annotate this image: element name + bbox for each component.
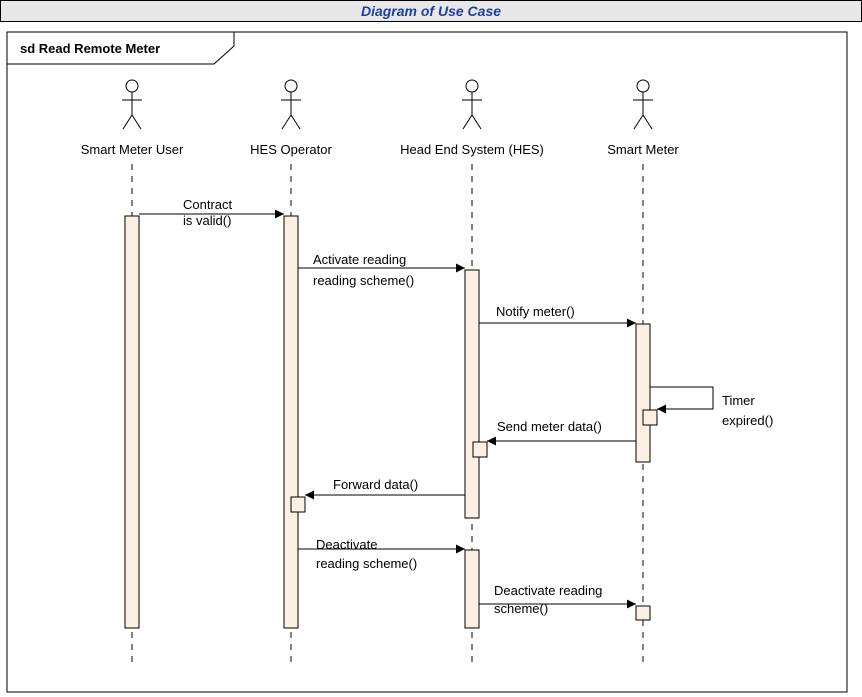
message-label-timer-2: expired() [722,413,773,428]
message-arrow-timer-expired [650,386,714,414]
message-label-deactivate-reading-1: Deactivate reading [494,583,602,598]
message-label-deactivate-2: reading scheme() [316,556,417,571]
message-label-deactivate-1: Deactivate [316,537,377,552]
actor-icon [462,79,482,130]
message-label-forward-data: Forward data() [333,477,418,492]
activation-hes-2 [464,549,480,629]
sequence-diagram: sd Read Remote Meter Smart Meter User HES… [6,31,848,693]
message-label-contract-1: Contract [183,197,233,212]
message-label-send-meter-data: Send meter data() [497,419,602,434]
activation-user [124,215,140,629]
activations [124,215,658,629]
frame-label: sd Read Remote Meter [20,41,160,56]
messages: Contract is valid() Activate reading rea… [139,197,773,616]
activation-meter [635,323,651,463]
message-label-activate-2: reading scheme() [313,273,414,288]
message-label-activate-1: Activate reading [313,252,406,267]
lifeline-name: Smart Meter [607,142,679,157]
lifelines: Smart Meter User HES Operator Head End Sys… [81,79,679,668]
lifeline-name: HES Operator [250,142,332,157]
lifeline-name: Smart Meter User [81,142,184,157]
actor-icon [633,79,653,130]
activation-hes-1 [464,269,480,519]
activation-meter-nested [642,409,658,426]
lifeline-name: Head End System (HES) [400,142,544,157]
lifeline-hes: Head End System (HES) [400,79,544,668]
diagram-title: Diagram of Use Case [360,3,502,19]
activation-operator [283,215,299,629]
activation-hes-nested [472,441,488,458]
activation-meter-end [635,605,651,621]
message-label-timer-1: Timer [722,393,755,408]
frame-label-tab [7,31,235,65]
diagram-title-bar: Diagram of Use Case [0,0,862,22]
actor-icon [281,79,301,130]
activation-operator-nested [290,496,306,513]
message-label-deactivate-reading-2: scheme() [494,601,548,616]
interaction-frame [6,31,848,693]
actor-icon [122,79,142,130]
message-label-notify-meter: Notify meter() [496,304,575,319]
lifeline-meter: Smart Meter [607,79,679,668]
message-label-contract-2: is valid() [183,213,231,228]
